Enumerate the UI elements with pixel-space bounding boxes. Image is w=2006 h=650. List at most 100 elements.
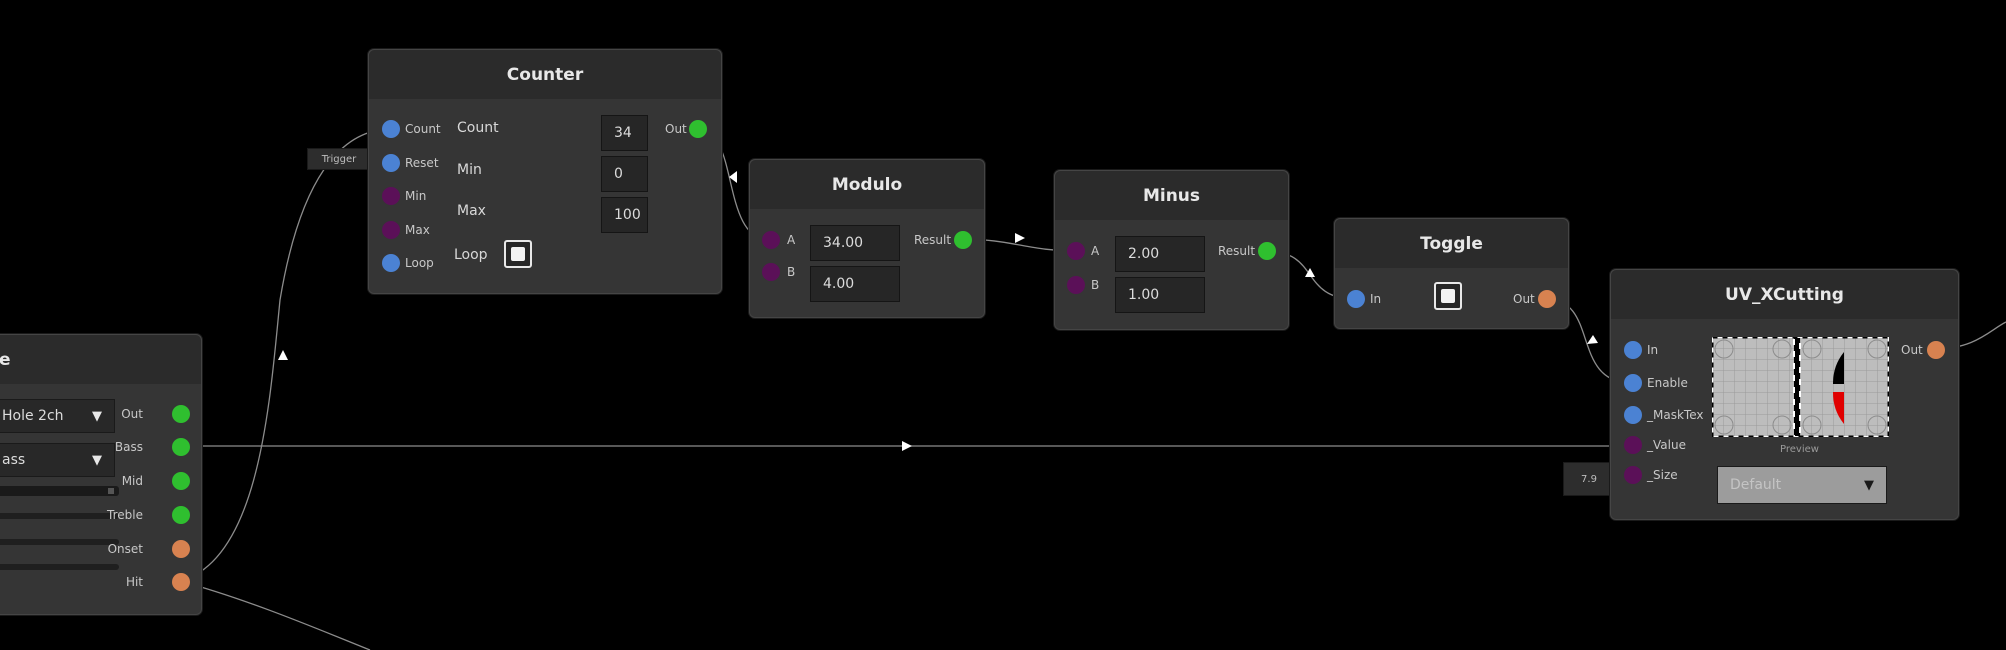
- wire-arrow: [902, 441, 912, 451]
- size-value-tag[interactable]: 7.9: [1563, 462, 1615, 496]
- band-dropdown-value: ass: [2, 452, 26, 468]
- input-label-enable: Enable: [1647, 376, 1688, 390]
- slider-track[interactable]: [0, 539, 119, 545]
- wire-hit-offscreen: [179, 580, 371, 650]
- input-label-value: _Value: [1647, 438, 1686, 452]
- input-port-a[interactable]: [1067, 242, 1085, 260]
- checkbox-checked-indicator: [511, 247, 525, 261]
- input-label-a: A: [787, 233, 796, 247]
- trigger-tag-label: Trigger: [321, 153, 357, 165]
- loop-label: Loop: [454, 247, 488, 263]
- chevron-down-icon: ▼: [1864, 477, 1874, 493]
- input-label-in: In: [1647, 343, 1659, 357]
- input-label-b: B: [1091, 278, 1100, 292]
- chevron-down-icon: ▼: [92, 452, 102, 468]
- input-port-b[interactable]: [762, 263, 780, 281]
- preview-label: Preview: [1780, 444, 1819, 455]
- field-label-count: Count: [457, 120, 499, 136]
- node-title: e: [0, 335, 201, 384]
- mode-dropdown-value: Default: [1730, 477, 1782, 493]
- node-title: Toggle: [1335, 219, 1568, 268]
- output-port-out[interactable]: [1538, 290, 1556, 308]
- input-port-b[interactable]: [1067, 276, 1085, 294]
- output-port-out[interactable]: [689, 120, 707, 138]
- wire-arrow: [1305, 268, 1315, 277]
- output-label-treble: Treble: [107, 508, 143, 522]
- minus-node[interactable]: Minus A 2.00 B 1.00 Result: [1054, 170, 1289, 330]
- toggle-checkbox[interactable]: [1434, 282, 1462, 310]
- input-port-size[interactable]: [1624, 466, 1642, 484]
- slider-handle[interactable]: [108, 488, 114, 494]
- wire-arrow: [278, 350, 288, 360]
- output-label-out: Out: [121, 407, 143, 421]
- output-label-bass: Bass: [114, 440, 143, 454]
- output-label-out: Out: [665, 122, 687, 136]
- output-port-onset[interactable]: [172, 540, 190, 558]
- output-port-hit[interactable]: [172, 573, 190, 591]
- wire-hit-to-counter-count: [179, 128, 391, 582]
- output-label-onset: Onset: [107, 542, 143, 556]
- input-label-loop: Loop: [405, 256, 434, 270]
- device-dropdown-value: Hole 2ch: [2, 408, 64, 424]
- wire-arrow: [1015, 233, 1025, 243]
- node-title: Counter: [369, 50, 721, 99]
- toggle-node[interactable]: Toggle In Out: [1334, 218, 1569, 329]
- loop-checkbox[interactable]: [504, 240, 532, 268]
- input-port-loop[interactable]: [382, 254, 400, 272]
- slider-track[interactable]: [0, 486, 119, 496]
- input-port-value[interactable]: [1624, 436, 1642, 454]
- b-field[interactable]: 4.00: [810, 266, 900, 302]
- output-port-bass[interactable]: [172, 438, 190, 456]
- output-port-mid[interactable]: [172, 472, 190, 490]
- input-port-in[interactable]: [1624, 341, 1642, 359]
- field-label-min: Min: [457, 162, 482, 178]
- input-port-masktex[interactable]: [1624, 406, 1642, 424]
- output-port-result[interactable]: [1258, 242, 1276, 260]
- chevron-down-icon: ▼: [92, 408, 102, 424]
- output-label-result: Result: [914, 233, 952, 247]
- input-port-a[interactable]: [762, 231, 780, 249]
- output-label-mid: Mid: [121, 474, 143, 488]
- output-port-out[interactable]: [1927, 341, 1945, 359]
- a-field[interactable]: 2.00: [1115, 236, 1205, 272]
- input-label-b: B: [787, 265, 796, 279]
- input-port-in[interactable]: [1347, 290, 1365, 308]
- slider-track[interactable]: [0, 513, 119, 519]
- input-port-reset[interactable]: [382, 154, 400, 172]
- trigger-tag[interactable]: Trigger: [307, 148, 371, 170]
- output-port-result[interactable]: [954, 231, 972, 249]
- modulo-node[interactable]: Modulo A 34.00 B 4.00 Result: [749, 159, 985, 318]
- input-port-count[interactable]: [382, 120, 400, 138]
- input-label-count: Count: [405, 122, 441, 136]
- input-port-min[interactable]: [382, 187, 400, 205]
- wire-arrow: [1587, 335, 1598, 344]
- max-field[interactable]: 100: [601, 197, 648, 233]
- input-label-max: Max: [405, 223, 430, 237]
- audio-analyzer-node[interactable]: e Hole 2ch ▼ ass ▼ Out Bass Mid Treble O…: [0, 334, 202, 615]
- output-label-result: Result: [1218, 244, 1256, 258]
- mode-dropdown[interactable]: Default ▼: [1717, 466, 1887, 504]
- device-dropdown[interactable]: Hole 2ch ▼: [0, 399, 115, 433]
- output-port-out[interactable]: [172, 405, 190, 423]
- input-label-min: Min: [405, 189, 427, 203]
- band-dropdown[interactable]: ass ▼: [0, 443, 115, 477]
- node-title: UV_XCutting: [1611, 270, 1958, 319]
- slider-track[interactable]: [0, 564, 119, 570]
- wire-arrow: [729, 171, 737, 183]
- input-port-max[interactable]: [382, 221, 400, 239]
- output-label-out: Out: [1513, 292, 1535, 306]
- input-label-reset: Reset: [405, 156, 439, 170]
- field-label-max: Max: [457, 203, 486, 219]
- min-field[interactable]: 0: [601, 156, 648, 192]
- counter-node[interactable]: Counter Count Reset Min Max Loop Count 3…: [368, 49, 722, 294]
- input-label-masktex: _MaskTex: [1647, 408, 1704, 422]
- output-label-hit: Hit: [125, 575, 143, 589]
- b-field[interactable]: 1.00: [1115, 277, 1205, 313]
- output-port-treble[interactable]: [172, 506, 190, 524]
- count-field[interactable]: 34: [601, 115, 648, 151]
- a-field[interactable]: 34.00: [810, 225, 900, 261]
- node-title: Modulo: [750, 160, 984, 209]
- input-port-enable[interactable]: [1624, 374, 1642, 392]
- uv-xcutting-node[interactable]: UV_XCutting In Enable _MaskTex _Value _S…: [1610, 269, 1959, 520]
- input-label-in: In: [1370, 292, 1382, 306]
